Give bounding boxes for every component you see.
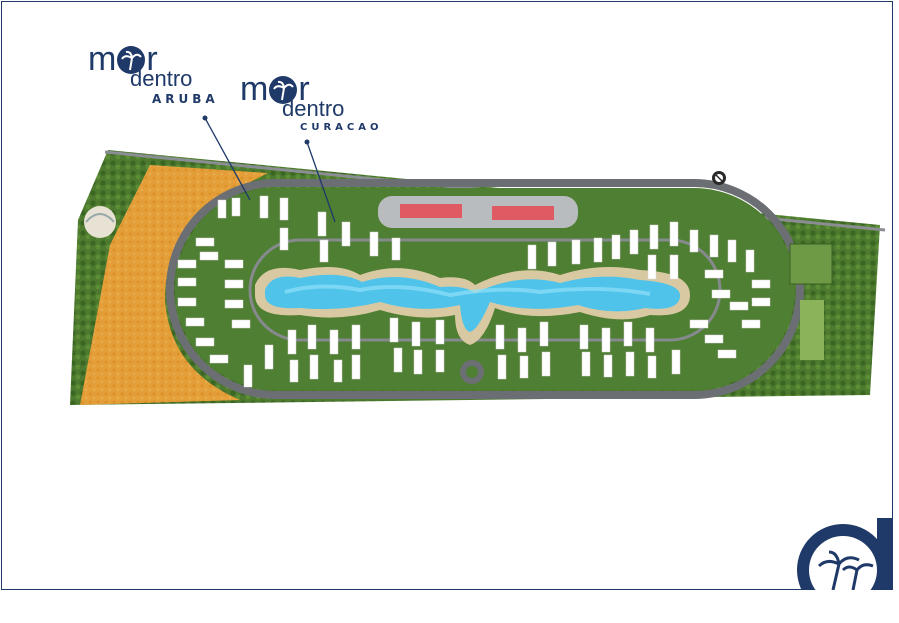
palm-tree-icon — [117, 46, 146, 74]
corner-brand-mark — [797, 518, 893, 590]
compass-icon — [712, 171, 726, 185]
palm-tree-icon — [817, 550, 874, 590]
logo-brand-left: m — [88, 40, 117, 78]
logo-brand-left: m — [240, 70, 269, 108]
logo-location: CURACAO — [300, 122, 383, 133]
map-frame — [1, 1, 893, 590]
location-pin-aruba — [202, 115, 251, 201]
logo-brand-right: r — [298, 70, 310, 108]
commercial-roof-left — [400, 204, 462, 218]
location-pin-curacao — [304, 139, 336, 223]
sports-area — [789, 243, 833, 285]
logo-brand-right: r — [146, 40, 158, 78]
logo-location: ARUBA — [152, 92, 219, 106]
amphitheater — [84, 206, 116, 238]
ring-road — [166, 179, 804, 399]
palm-tree-icon — [269, 76, 298, 104]
commercial-roof-right — [492, 206, 554, 220]
residential-buildings — [177, 195, 771, 388]
orange-zone — [80, 165, 268, 405]
